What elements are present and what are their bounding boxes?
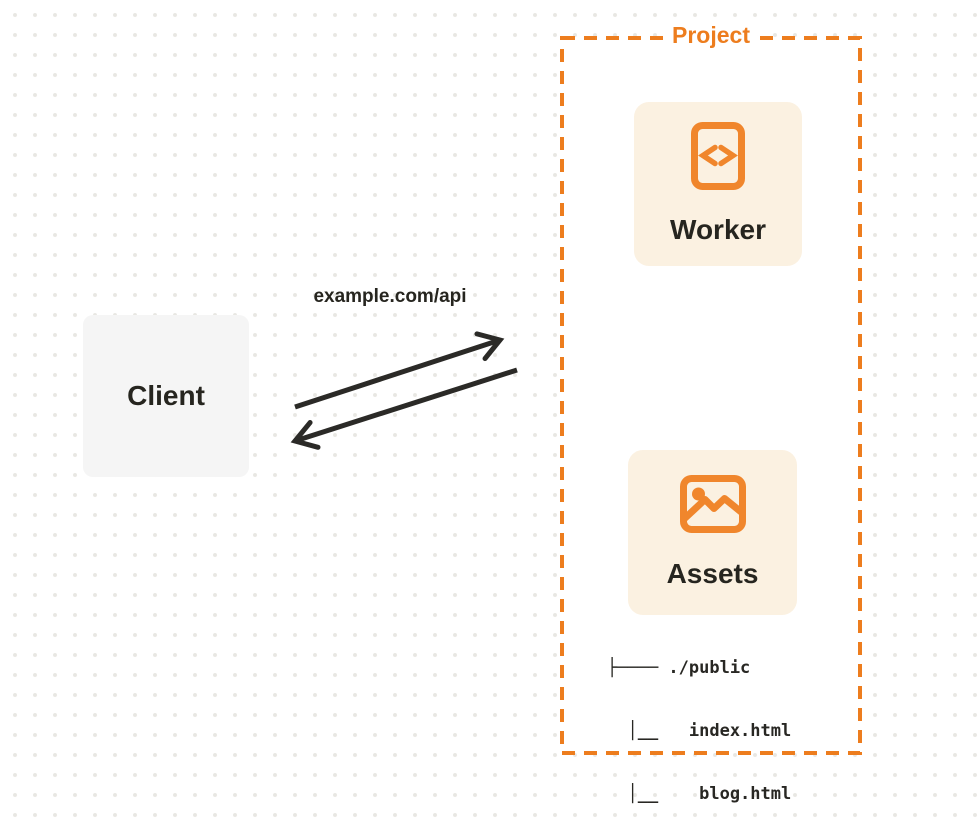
project-title-text: Project [665,21,757,49]
client-card: Client [83,315,249,477]
image-icon [679,475,746,533]
request-arrow [294,331,505,410]
assets-card: Assets [628,450,797,615]
file-tree-line-public: ├──── ./public [607,658,751,678]
file-tree: ├──── ./public │__ index.html │__ blog.h… [607,616,791,818]
project-title: Project [562,21,860,53]
response-arrow [290,367,518,450]
file-tree-line-index: │__ index.html [607,721,792,741]
assets-label: Assets [666,558,759,589]
client-label: Client [127,380,205,411]
file-tree-line-blog: │__ blog.html [607,784,792,804]
request-url-label: example.com/api [313,286,467,307]
worker-label: Worker [670,214,766,245]
worker-card: Worker [634,102,802,266]
code-brackets-icon [691,122,745,190]
